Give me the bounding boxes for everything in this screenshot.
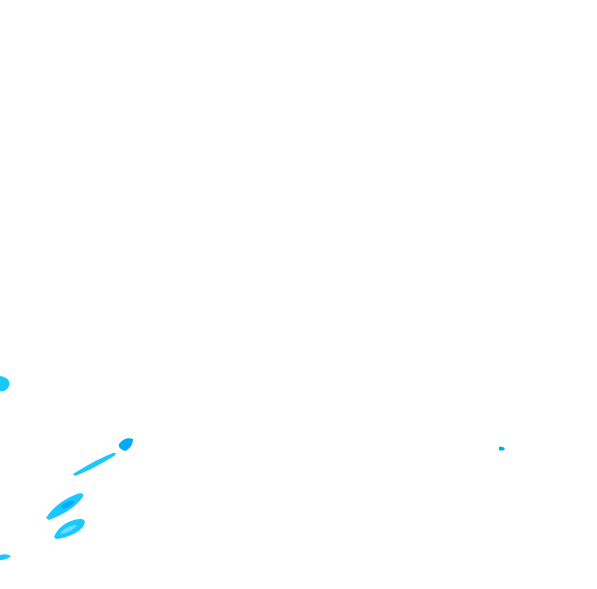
- left-edge-cell: [0, 376, 10, 392]
- lower-left-highlight: [60, 525, 77, 534]
- precipitation-blobs: [0, 376, 505, 560]
- bottom-left-fragment: [0, 554, 11, 560]
- upper-left-streak: [73, 452, 116, 476]
- mid-left-core: [61, 500, 75, 509]
- right-fragment: [499, 446, 505, 451]
- upper-left-tip: [118, 438, 133, 451]
